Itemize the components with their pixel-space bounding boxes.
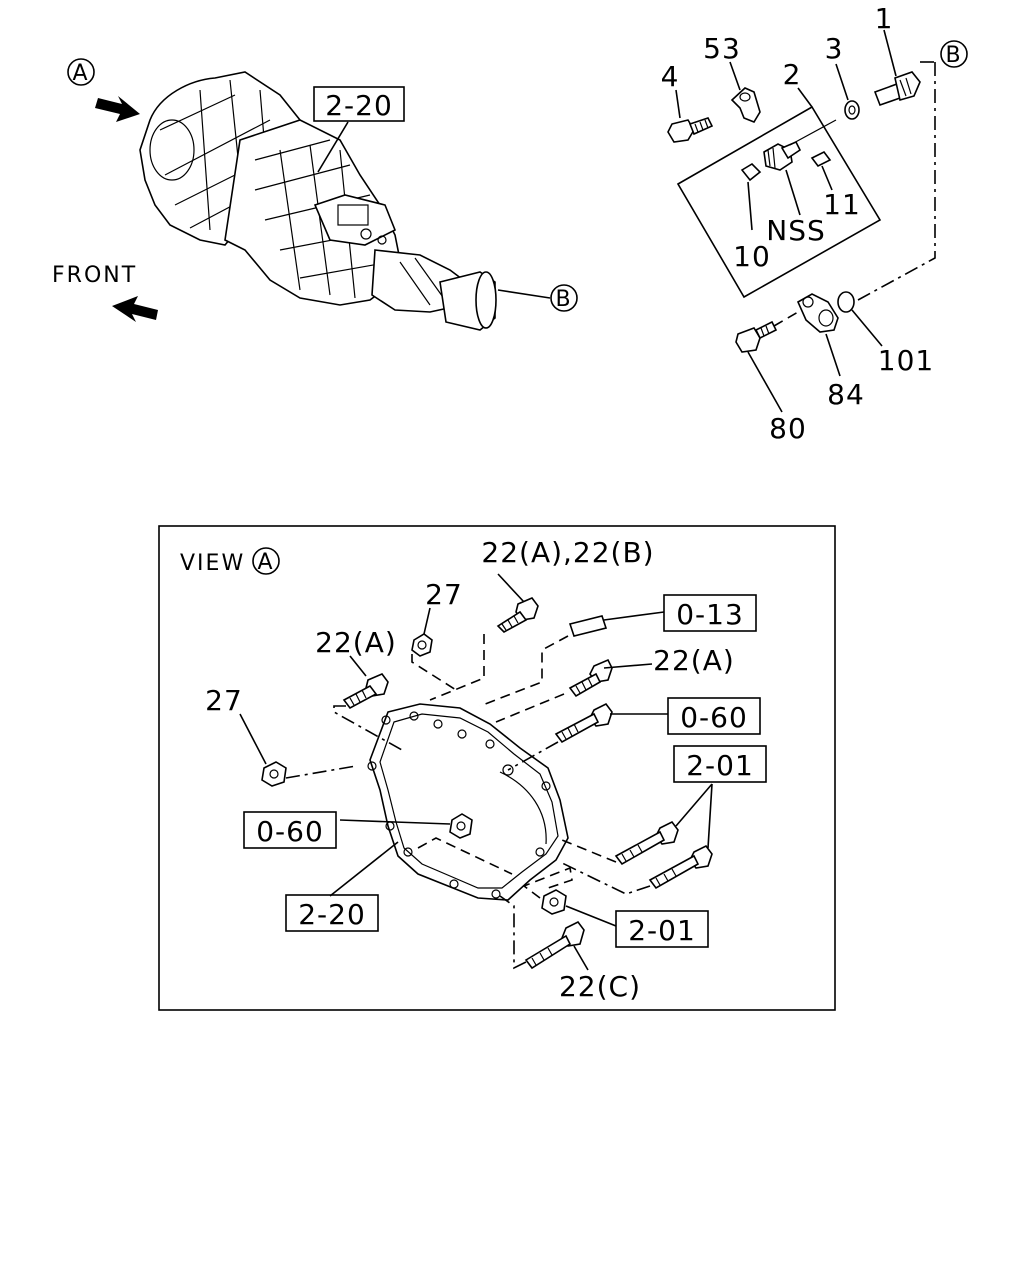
bolt-2-01-a	[614, 820, 679, 866]
svg-text:2-20: 2-20	[325, 89, 393, 122]
svg-text:0-60: 0-60	[256, 815, 324, 848]
svg-text:B: B	[945, 43, 962, 68]
svg-text:0-13: 0-13	[676, 598, 744, 631]
label-part-53: 53	[703, 32, 741, 65]
ref-box-2-01-bottom: 2-01	[615, 910, 709, 948]
callout-circle-b-left: B	[550, 284, 578, 312]
bolt-part-4	[667, 117, 714, 143]
callout-circle-a: A	[67, 58, 95, 86]
sensor-parts	[667, 29, 936, 413]
label-27-top: 27	[425, 578, 463, 611]
part-2-group-box	[676, 105, 882, 299]
dowel-0-13	[568, 615, 608, 637]
arrow-left-icon	[112, 296, 158, 322]
callout-circle-b-right: B	[940, 40, 968, 68]
label-part-3: 3	[825, 32, 844, 65]
part-11	[810, 150, 832, 168]
bolt-22c	[524, 920, 585, 970]
ref-box-0-60-right: 0-60	[667, 697, 761, 735]
bolt-22a-left	[342, 673, 389, 710]
label-part-84: 84	[827, 378, 865, 411]
bolt-2-01-b	[648, 844, 713, 890]
front-label: FRONT	[52, 263, 137, 288]
view-a-panel	[158, 525, 836, 1011]
arrow-right-icon	[95, 96, 140, 122]
view-circle-a: A	[252, 547, 280, 575]
ref-box-0-60-left: 0-60	[243, 811, 337, 849]
label-part-11: 11	[823, 188, 861, 221]
svg-text:B: B	[555, 287, 572, 312]
bolt-22ab	[496, 597, 539, 633]
oring-part-101	[837, 291, 855, 313]
label-part-10: 10	[733, 240, 771, 273]
bolt-part-80	[735, 320, 778, 353]
flange-part-84	[796, 293, 839, 333]
label-part-2: 2	[783, 58, 802, 91]
part-10	[740, 162, 762, 182]
svg-text:A: A	[257, 550, 274, 575]
ref-box-2-20-bottom: 2-20	[285, 894, 379, 932]
nut-2-01-bottom	[541, 889, 567, 915]
nut-27-left	[261, 761, 287, 787]
label-22a-right: 22(A)	[653, 644, 735, 677]
view-label: VIEW	[180, 551, 245, 576]
svg-text:2-01: 2-01	[628, 914, 696, 947]
cover-gasket	[367, 703, 569, 901]
ref-box-0-13: 0-13	[663, 594, 757, 632]
label-part-1: 1	[875, 2, 894, 35]
label-part-4: 4	[661, 60, 680, 93]
label-part-80: 80	[769, 412, 807, 445]
svg-text:2-01: 2-01	[686, 749, 754, 782]
label-27-left: 27	[205, 684, 243, 717]
ref-box-2-01-right: 2-01	[673, 745, 767, 783]
label-22a-left: 22(A)	[315, 626, 397, 659]
label-nss: NSS	[766, 214, 826, 247]
transmission-assembly	[139, 71, 551, 331]
bolt-0-60-right	[554, 702, 613, 744]
bracket-part-53	[730, 87, 761, 123]
sensor-part-1	[873, 71, 921, 107]
label-22c: 22(C)	[559, 970, 641, 1003]
svg-text:0-60: 0-60	[680, 701, 748, 734]
label-part-101: 101	[878, 344, 934, 377]
nut-27-top	[411, 633, 433, 657]
label-22ab: 22(A),22(B)	[481, 536, 654, 569]
svg-text:2-20: 2-20	[298, 898, 366, 931]
circle-a-text: A	[72, 61, 89, 86]
nut-0-60-left	[449, 813, 473, 839]
ref-box-2-20-top: 2-20	[313, 86, 405, 122]
washer-part-3	[844, 100, 860, 120]
nss-part	[763, 140, 802, 171]
bolt-22a-right	[568, 658, 613, 698]
